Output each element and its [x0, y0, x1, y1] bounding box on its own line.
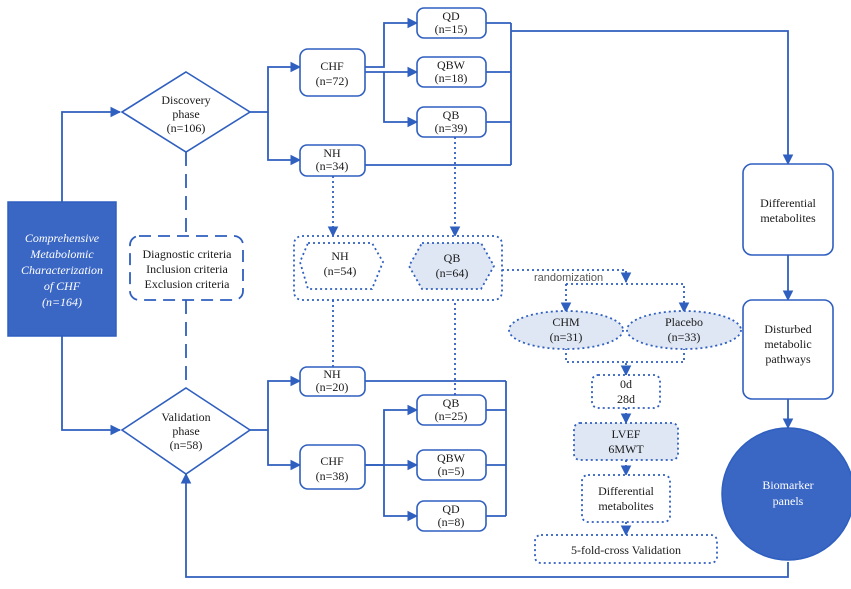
- svg-text:QB(n=25): QB(n=25): [435, 396, 468, 423]
- svg-text:QB(n=64): QB(n=64): [436, 251, 469, 280]
- validation-nh-box: NH(n=20): [299, 366, 366, 397]
- chm-group: CHM(n=31): [508, 310, 624, 350]
- validation-qb-box: QB(n=25): [416, 394, 487, 426]
- validation-qd-box: QD(n=8): [416, 500, 487, 532]
- criteria-line: Diagnostic criteria: [143, 247, 233, 261]
- pool-qb-line: (n=64): [436, 266, 469, 280]
- criteria-line: Exclusion criteria: [145, 277, 231, 291]
- validation-line: phase: [172, 424, 199, 438]
- discovery-chf-box: CHF(n=72): [299, 48, 366, 97]
- connectors: [61, 17, 794, 578]
- svg-text:CHF(n=38): CHF(n=38): [316, 454, 349, 483]
- discovery-nh-box: NH(n=34): [299, 144, 366, 177]
- svg-text:Placebo(n=33): Placebo(n=33): [665, 315, 703, 344]
- validation-line: Validation: [161, 410, 210, 424]
- validation-chf-box: CHF(n=38): [299, 444, 366, 490]
- cross-validation-box: 5-fold-cross Validation: [534, 534, 718, 564]
- svg-text:NH(n=34): NH(n=34): [316, 146, 349, 173]
- svg-text:5-fold-cross Validation: 5-fold-cross Validation: [571, 543, 681, 557]
- discovery-line: phase: [172, 107, 199, 121]
- pool-nh-line: (n=54): [324, 264, 357, 278]
- svg-text:QBW(n=18): QBW(n=18): [435, 58, 468, 85]
- main-title-line: (n=164): [42, 295, 82, 309]
- main-title-line: Metabolomic: [29, 247, 94, 261]
- placebo-group: Placebo(n=33): [626, 310, 742, 350]
- discovery-qbw-box: QBW(n=18): [416, 56, 487, 88]
- svg-text:NH(n=20): NH(n=20): [316, 367, 349, 394]
- discovery-qd-box: QD(n=15): [416, 7, 487, 39]
- randomization-label: randomization: [534, 272, 603, 284]
- validation-line: (n=58): [170, 438, 203, 452]
- main-title-line: Characterization: [21, 263, 103, 277]
- svg-text:QD(n=8): QD(n=8): [438, 502, 465, 529]
- svg-text:QBW(n=5): QBW(n=5): [437, 451, 466, 478]
- discovery-line: Discovery: [161, 93, 210, 107]
- pool-qb-line: QB: [444, 251, 461, 265]
- svg-text:CHM(n=31): CHM(n=31): [550, 315, 583, 344]
- main-title-line: Comprehensive: [25, 231, 100, 245]
- validation-qbw-box: QBW(n=5): [416, 449, 487, 481]
- pooled-samples-group: NH(n=54) QB(n=64): [293, 235, 503, 301]
- discovery-qb-box: QB(n=39): [416, 106, 487, 138]
- discovery-line: (n=106): [167, 121, 206, 135]
- main-title-line: of CHF: [44, 279, 81, 293]
- pool-nh-line: NH: [331, 249, 349, 263]
- svg-text:CHF(n=72): CHF(n=72): [316, 59, 349, 88]
- criteria-line: Inclusion criteria: [146, 262, 228, 276]
- svg-text:NH(n=54): NH(n=54): [324, 249, 357, 278]
- svg-text:QD(n=15): QD(n=15): [435, 9, 468, 36]
- svg-text:QB(n=39): QB(n=39): [435, 108, 468, 135]
